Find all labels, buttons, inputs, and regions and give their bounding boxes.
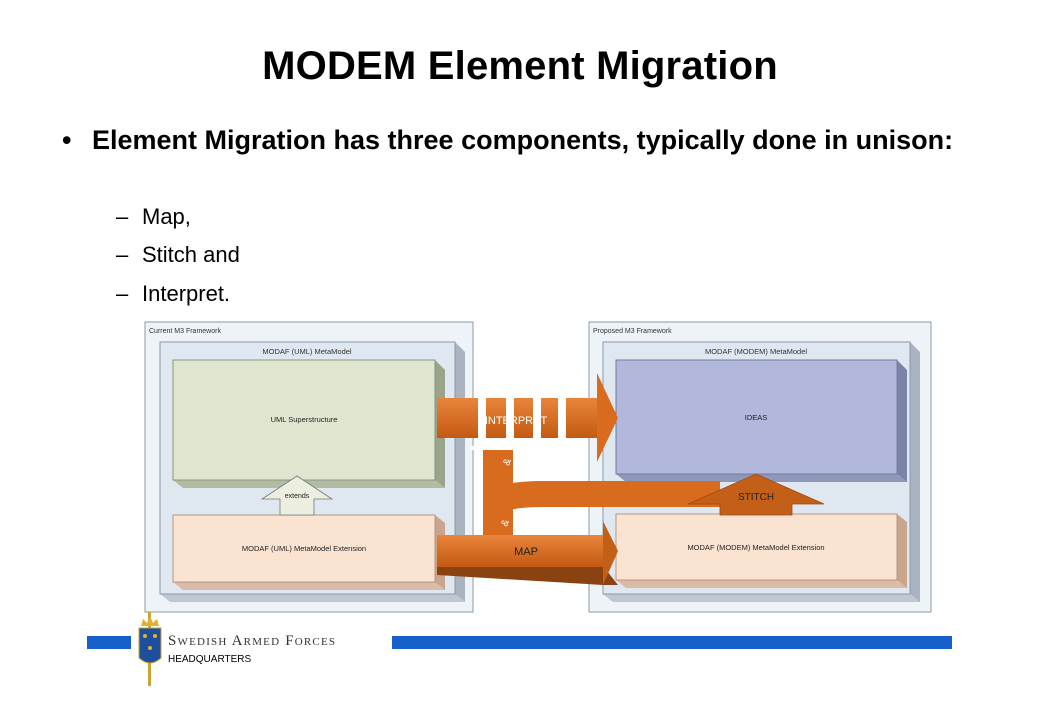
bullet-text: Element Migration has three components, … — [92, 125, 954, 155]
right-model-bottom — [603, 594, 920, 602]
uml-ext-bottom — [173, 582, 445, 590]
interpret-arrow: INTERPRET — [437, 373, 618, 462]
uml-superstructure-box — [172, 359, 436, 481]
right-model-side — [910, 342, 920, 602]
map-label: MAP — [514, 546, 538, 558]
right-model-label: MODAF (MODEM) MetaModel — [705, 347, 807, 356]
sub-item-stitch: –Stitch and — [116, 242, 240, 268]
shield-crown-dot — [148, 646, 152, 650]
interpret-stripe-1 — [478, 393, 486, 450]
shield-crown-dot — [143, 634, 147, 638]
interpret-stripe-2 — [506, 393, 514, 450]
ideas-box-side — [897, 360, 907, 482]
shield-icon — [138, 627, 162, 664]
map-arrow-shadow — [437, 566, 618, 585]
extends-arrow — [260, 475, 334, 516]
dash-glyph: – — [116, 281, 129, 306]
bullet-dot: • — [62, 125, 72, 155]
sub-item-text: Stitch and — [142, 242, 240, 267]
uml-superstructure-label: UML Superstructure — [271, 415, 338, 424]
sub-item-text: Interpret. — [142, 281, 231, 306]
footer-bar-right — [392, 636, 952, 649]
connector-to-stitch — [485, 481, 720, 512]
sub-item-map: –Map, — [116, 204, 191, 230]
sub-item-text: Map, — [142, 204, 191, 229]
interpret-stripe-4 — [558, 393, 566, 450]
stitch-arrow-shape — [687, 473, 825, 516]
crown-shield-sword-emblem — [138, 612, 162, 686]
left-model-bottom — [160, 594, 465, 602]
extends-label: extends — [285, 493, 310, 500]
dash-glyph: – — [116, 204, 129, 229]
modem-extension-label: MODAF (MODEM) MetaModel Extension — [687, 543, 824, 552]
footer-subtitle: HEADQUARTERS — [168, 654, 252, 665]
interpret-label: INTERPRET — [485, 415, 548, 427]
uml-extension-label: MODAF (UML) MetaModel Extension — [242, 544, 366, 553]
shield-crown-dot — [153, 634, 157, 638]
ampersand-lower: & — [499, 518, 512, 528]
modem-extension-box — [615, 513, 898, 581]
modem-ext-side — [897, 514, 907, 588]
stitch-label: STITCH — [738, 492, 774, 503]
crown-icon — [141, 616, 159, 626]
sub-item-interpret: –Interpret. — [116, 281, 230, 307]
left-frame-label: Current M3 Framework — [149, 328, 221, 335]
connector-gap — [470, 446, 565, 450]
dash-glyph: – — [116, 242, 129, 267]
slide-title: MODEM Element Migration — [262, 44, 778, 88]
map-arrow-body — [437, 535, 605, 567]
map-arrow-head — [603, 521, 618, 585]
footer-org-name: Swedish Armed Forces — [168, 633, 337, 649]
stitch-arrow: STITCH — [687, 473, 825, 516]
map-arrow: MAP — [437, 521, 618, 585]
footer-bar-left — [87, 636, 131, 649]
modem-ext-bottom — [616, 580, 907, 588]
uml-extension-box — [172, 514, 436, 583]
left-framework: Current M3 Framework MODAF (UML) MetaMod… — [144, 321, 474, 613]
left-model-label: MODAF (UML) MetaModel — [262, 347, 352, 356]
ampersand-upper: & — [501, 457, 514, 467]
right-framework: Proposed M3 Framework MODAF (MODEM) Meta… — [588, 321, 932, 613]
interpret-arrow-head — [597, 373, 618, 462]
right-frame-label: Proposed M3 Framework — [593, 328, 672, 335]
interpret-stripe-3 — [533, 393, 541, 450]
interpret-arrow-body — [437, 398, 599, 438]
ideas-label: IDEAS — [745, 413, 768, 422]
